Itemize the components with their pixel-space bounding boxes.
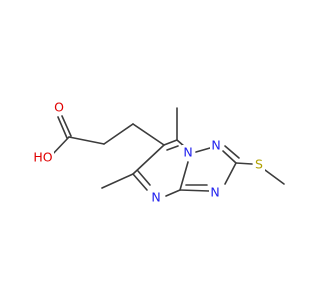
- sulfur-atom: S: [253, 157, 265, 172]
- bond-c5-n4-b: [137, 170, 151, 186]
- nitrogen-pyrimidine-label: N: [151, 190, 160, 205]
- hydroxyl-label: HO: [33, 150, 52, 165]
- oxygen-label: O: [54, 100, 64, 115]
- bond-n3-c3a: [179, 189, 210, 192]
- bond-ring-c6-c7-inner: [166, 145, 179, 151]
- molecule-structure-diagram: O HO N N N N S: [32, 100, 285, 205]
- hydroxyl-group: HO: [32, 150, 54, 165]
- bond-c2-s: [235, 162, 253, 165]
- bond-cooh-ch2: [68, 136, 105, 145]
- nitrogen-triazole-top-label: N: [211, 138, 220, 153]
- bond-ch2-ch2: [103, 123, 134, 145]
- bond-c6-c5: [132, 144, 165, 175]
- bond-s-methyl: [264, 169, 285, 185]
- bond-n1-c2-a: [222, 150, 237, 164]
- bond-c5-methyl: [101, 173, 134, 189]
- bond-c5-n4-a: [132, 173, 148, 191]
- nitrogen-pyrimidine-atom: N: [150, 190, 162, 205]
- nitrogen-triazole-bottom-label: N: [210, 185, 219, 200]
- nitrogen-triazole-bottom-atom: N: [209, 185, 221, 200]
- nitrogen-bridge-atom: N: [182, 145, 194, 160]
- bond-c-o-double-a: [57, 116, 68, 139]
- bond-c-o-double-b: [61, 115, 72, 137]
- bond-c2-n3: [224, 162, 237, 185]
- nitrogen-bridge-label: N: [183, 145, 192, 160]
- oxygen-atom: O: [53, 100, 65, 115]
- bond-ring-c6-c7: [163, 139, 178, 146]
- bonds: [49, 107, 285, 197]
- nitrogen-triazole-top-atom: N: [210, 138, 222, 153]
- sulfur-label: S: [255, 157, 263, 172]
- bond-ch2-ring: [132, 123, 165, 146]
- bond-c3a-n-bridge: [179, 161, 189, 191]
- atom-labels: O HO N N N N S: [32, 100, 265, 205]
- bond-n1-c2-b: [224, 145, 240, 159]
- bond-n-bridge-n1: [195, 147, 211, 153]
- bond-n4-c3a: [165, 189, 181, 197]
